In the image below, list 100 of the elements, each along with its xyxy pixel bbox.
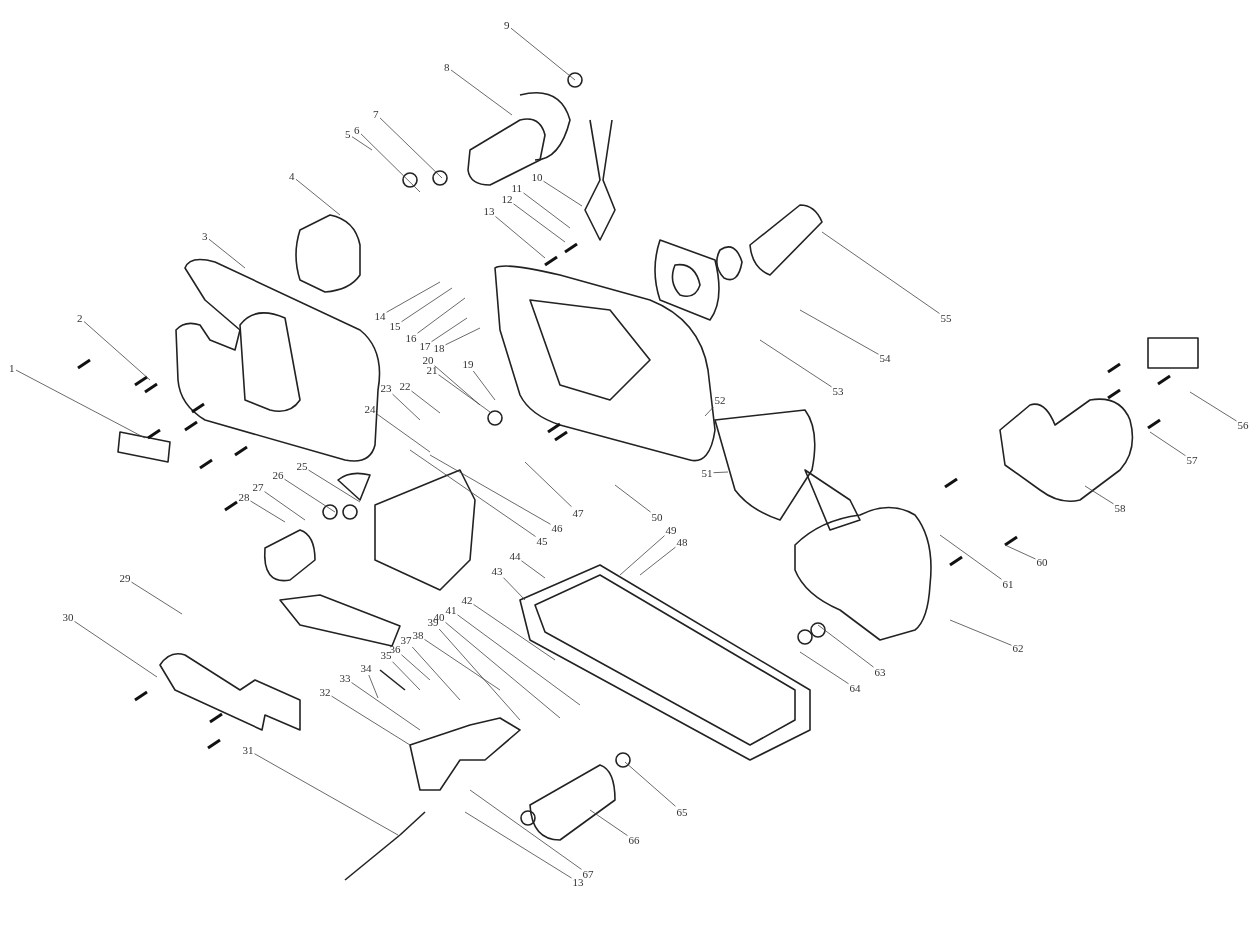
callout-number: 64 xyxy=(849,682,861,694)
leader-line xyxy=(250,500,286,523)
leader-line xyxy=(543,180,583,207)
callout-number: 11 xyxy=(511,182,523,194)
callout-number: 13 xyxy=(572,876,584,888)
callout-number: 55 xyxy=(940,312,952,324)
callout-number: 52 xyxy=(714,394,726,406)
callout-number: 45 xyxy=(536,535,548,547)
callout-number: 34 xyxy=(360,662,372,674)
leader-line xyxy=(15,369,146,439)
leader-line xyxy=(83,321,151,381)
leader-line xyxy=(351,136,373,151)
callout-number: 22 xyxy=(399,380,411,392)
leader-line xyxy=(521,560,546,579)
callout-number: 10 xyxy=(531,171,543,183)
leader-line xyxy=(438,374,491,413)
leader-line xyxy=(431,317,468,343)
leader-line xyxy=(799,651,849,685)
leader-line xyxy=(704,406,714,417)
leader-line xyxy=(368,674,379,699)
callout-number: 63 xyxy=(874,666,886,678)
leader-line xyxy=(74,621,158,678)
leader-line xyxy=(445,327,481,346)
leader-line xyxy=(351,682,421,731)
leader-line xyxy=(254,753,399,836)
leader-line xyxy=(624,761,676,807)
leader-line xyxy=(434,365,481,406)
callout-number: 2 xyxy=(77,312,83,324)
leader-line xyxy=(939,534,1002,580)
callout-number: 33 xyxy=(339,672,351,684)
leader-line xyxy=(392,393,421,421)
leader-line xyxy=(589,809,628,836)
leader-line xyxy=(308,469,361,503)
leader-line xyxy=(331,695,411,746)
leader-line xyxy=(424,639,501,691)
callout-number: 38 xyxy=(412,629,424,641)
callout-number: 42 xyxy=(461,594,473,606)
callout-number: 19 xyxy=(462,358,474,370)
callout-number: 58 xyxy=(1114,502,1126,514)
leader-line xyxy=(1004,544,1036,560)
leader-line xyxy=(409,449,536,537)
leader-line xyxy=(386,281,441,313)
callout-number: 27 xyxy=(252,481,264,493)
callout-number: 16 xyxy=(405,332,417,344)
callout-number: 7 xyxy=(373,108,379,120)
callout-number: 8 xyxy=(444,61,450,73)
callout-number: 37 xyxy=(400,634,412,646)
leader-line xyxy=(208,238,246,269)
callout-number: 1 xyxy=(9,362,15,374)
callout-number: 41 xyxy=(445,604,457,616)
callout-number: 24 xyxy=(364,403,376,415)
callout-number: 67 xyxy=(582,868,594,880)
leader-line xyxy=(379,117,443,179)
callout-number: 60 xyxy=(1036,556,1048,568)
callout-number: 56 xyxy=(1237,419,1249,431)
leader-line xyxy=(639,546,676,576)
callout-number: 25 xyxy=(296,460,308,472)
callout-number: 14 xyxy=(374,310,386,322)
leader-line xyxy=(295,178,341,216)
callout-number: 44 xyxy=(509,550,521,562)
callout-number: 17 xyxy=(419,340,431,352)
leader-line xyxy=(392,661,421,691)
callout-number: 46 xyxy=(551,522,563,534)
callout-number: 15 xyxy=(389,320,401,332)
leader-line xyxy=(469,789,582,870)
leader-line xyxy=(264,491,306,521)
callout-number: 5 xyxy=(345,128,351,140)
callout-number: 18 xyxy=(433,342,445,354)
leader-line xyxy=(131,581,183,615)
callout-number: 54 xyxy=(879,352,891,364)
callout-number: 35 xyxy=(380,649,392,661)
callout-number: 31 xyxy=(242,744,254,756)
leader-line xyxy=(817,624,874,668)
callout-number: 65 xyxy=(676,806,688,818)
leader-line xyxy=(513,203,566,243)
leader-line xyxy=(438,628,521,721)
callout-number: 53 xyxy=(832,385,844,397)
leader-line xyxy=(713,471,729,474)
leader-line xyxy=(360,133,421,193)
leader-line xyxy=(619,535,665,576)
callout-number: 51 xyxy=(701,467,713,479)
leader-line xyxy=(401,287,453,323)
leader-line xyxy=(821,231,940,314)
callout-number: 32 xyxy=(319,686,331,698)
leader-line xyxy=(524,461,572,508)
callout-number: 21 xyxy=(426,364,438,376)
callout-number: 26 xyxy=(272,469,284,481)
leader-line xyxy=(799,309,879,355)
callout-number: 57 xyxy=(1186,454,1198,466)
leader-line xyxy=(445,622,561,719)
callout-number: 47 xyxy=(572,507,584,519)
leader-line xyxy=(429,454,551,525)
leader-line xyxy=(1149,431,1186,457)
leader-line xyxy=(473,604,556,661)
leader-line xyxy=(376,413,431,453)
leader-line xyxy=(284,478,336,513)
callout-number: 12 xyxy=(501,193,513,205)
leader-line xyxy=(450,69,513,116)
callout-number: 9 xyxy=(504,19,510,31)
leader-line xyxy=(411,646,461,701)
